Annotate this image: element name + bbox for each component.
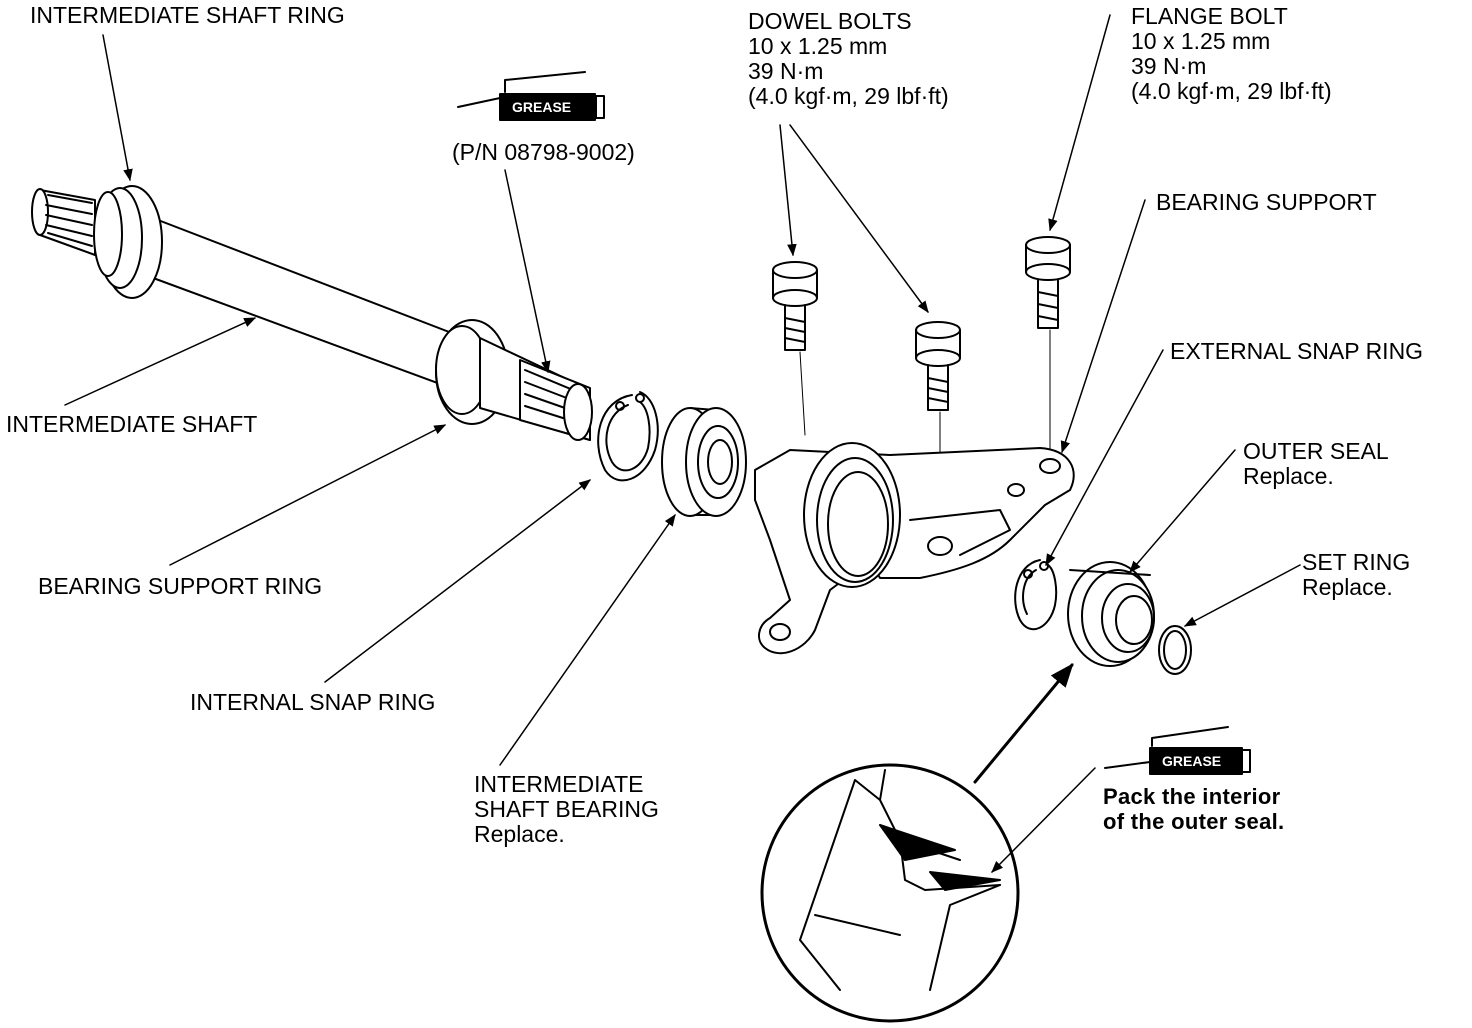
- label-internal-snap-ring: INTERNAL SNAP RING: [190, 689, 436, 715]
- internal-snap-ring: [597, 391, 659, 482]
- label-set-ring: SET RING Replace.: [1302, 549, 1411, 600]
- grease-tube-bottom-label: GREASE: [1162, 753, 1221, 769]
- label-dowel-bolts: DOWEL BOLTS 10 x 1.25 mm 39 N·m (4.0 kgf…: [748, 8, 949, 109]
- label-bearing-support-ring: BEARING SUPPORT RING: [38, 573, 323, 599]
- grease-tube-top-label: GREASE: [512, 99, 571, 115]
- flange-bolt: [1025, 236, 1071, 456]
- label-external-snap-ring: EXTERNAL SNAP RING: [1170, 338, 1424, 364]
- intermediate-shaft: [31, 185, 593, 441]
- label-intermediate-shaft: INTERMEDIATE SHAFT: [6, 411, 258, 437]
- dowel-bolt-left: [772, 261, 818, 436]
- label-intermediate-shaft-ring: INTERMEDIATE SHAFT RING: [30, 2, 345, 28]
- bearing-support: [754, 442, 1075, 655]
- label-bearing-support: BEARING SUPPORT: [1156, 189, 1377, 215]
- grease-tube-top: GREASE: [457, 71, 605, 121]
- leader-lines: [64, 14, 1301, 873]
- external-snap-ring: [1014, 559, 1058, 631]
- intermediate-shaft-bearing: [661, 407, 747, 517]
- outer-seal: [1067, 561, 1155, 667]
- grease-tube-bottom: GREASE: [1104, 726, 1251, 775]
- label-outer-seal: OUTER SEAL Replace.: [1243, 438, 1389, 489]
- detail-circle: [760, 763, 1020, 1023]
- dowel-bolt-right: [915, 321, 961, 541]
- label-pack-instruction: Pack the interior of the outer seal.: [1103, 784, 1285, 834]
- set-ring: [1158, 625, 1192, 675]
- label-grease-part-number: (P/N 08798-9002): [452, 139, 635, 165]
- label-intermediate-shaft-bearing: INTERMEDIATE SHAFT BEARING Replace.: [474, 771, 659, 847]
- label-flange-bolt: FLANGE BOLT 10 x 1.25 mm 39 N·m (4.0 kgf…: [1131, 3, 1332, 104]
